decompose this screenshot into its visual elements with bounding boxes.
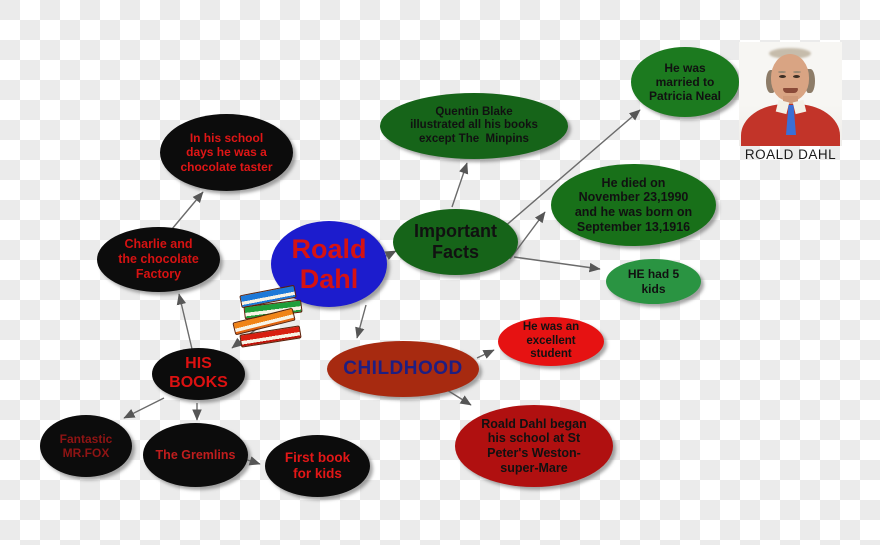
node-quentin-blake: Quentin Blake illustrated all his books …	[380, 93, 568, 159]
node-first-book-for-kids: First book for kids	[265, 435, 370, 497]
arrow-childhood-to-began	[446, 389, 472, 406]
node-five-kids: HE had 5 kids	[606, 259, 701, 304]
node-important-facts: Important Facts	[393, 209, 518, 275]
arrow-important-to-died	[509, 211, 546, 260]
arrow-roald-to-childhood	[355, 304, 367, 339]
photo-hair-top	[769, 48, 811, 59]
arrow-hisbooks-to-fox	[123, 397, 165, 419]
node-chocolate-taster: In his school days he was a chocolate ta…	[160, 114, 293, 191]
photo-caption: ROALD DAHL	[744, 147, 837, 162]
arrow-hisbooks-to-charlie	[176, 293, 193, 350]
node-married-patricia-neal: He was married to Patricia Neal	[631, 47, 739, 117]
photo-face	[771, 54, 809, 101]
node-the-gremlins: The Gremlins	[143, 423, 248, 487]
arrow-important-to-kids	[513, 256, 601, 273]
node-born-died-dates: He died on November 23,1990 and he was b…	[551, 164, 716, 246]
roald-dahl-photo	[739, 42, 842, 146]
node-st-peters-school: Roald Dahl began his school at St Peter'…	[455, 405, 613, 487]
node-fantastic-mr-fox: Fantastic MR.FOX	[40, 415, 132, 477]
photo-eye-left	[779, 75, 786, 78]
node-charlie-chocolate-factory: Charlie and the chocolate Factory	[97, 227, 220, 292]
photo-brow-left	[778, 71, 786, 73]
arrow-charlie-to-school	[171, 191, 204, 230]
photo-hair-left	[766, 70, 775, 93]
node-excellent-student: He was an excellent student	[498, 317, 604, 366]
node-his-books: HIS BOOKS	[152, 348, 245, 400]
photo-blue-tie	[786, 105, 796, 135]
photo-hair-right	[806, 69, 815, 93]
photo-brow-right	[793, 71, 801, 73]
arrow-childhood-to-student	[476, 349, 495, 359]
books-stack-icon	[232, 284, 304, 353]
arrow-important-to-married	[502, 109, 641, 229]
photo-mouth	[783, 88, 798, 93]
arrow-important-to-quentin	[451, 162, 469, 208]
node-childhood: CHILDHOOD	[327, 341, 479, 397]
photo-eye-right	[793, 75, 800, 78]
